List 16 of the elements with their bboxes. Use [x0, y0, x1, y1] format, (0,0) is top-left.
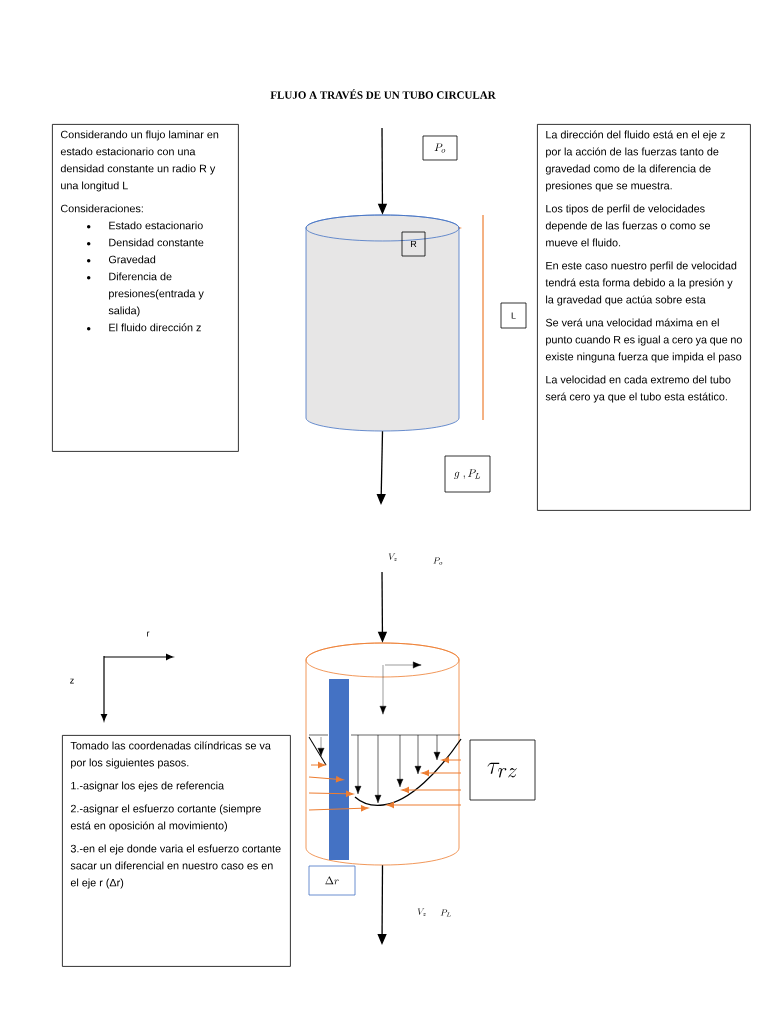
symbol-label: z: [70, 678, 74, 684]
label-box: $\Delta r$: [308, 865, 356, 896]
symbol-label: $P_o$: [433, 557, 443, 565]
symbol-label: $V_z$: [388, 553, 397, 561]
label-box: $P_o$: [422, 135, 458, 161]
text-box: La dirección del fluido está en el eje z por la acción de las fuerzas tanto de gravedad como de la diferencia de presiones que se muestra. Los tipos de perfil de velocidades depende de las fuerzas o como se mueve el fluido. En este caso nuestro perfil de velocidad tendrá esta forma debido a la presión y la gravedad que actúa sobre esta Se verá una velocidad máxima en el punto cuando R es igual a cero ya que no existe ninguna fuerza que impida el paso La velocidad en cada extremo del tubo será cero ya que el tubo esta estático.: [537, 124, 751, 511]
text-box: Considerando un flujo laminar en estado estacionario con una densidad constante un radio R y una longitud L Consideraciones: Estado estacionario Densidad constante Gravedad Diferencia de presiones(entrada y salida) El fluido dirección z: [52, 124, 239, 452]
title: FLUJO A TRAVÉS DE UN TUBO CIRCULAR: [270, 89, 496, 99]
cylinder: [305, 214, 460, 432]
symbol-label: $V_z$: [417, 908, 426, 916]
label-box: $\tau_{rz}$: [469, 739, 536, 801]
symbol-label: $P_L$: [440, 909, 451, 917]
label-box: $g\ ,P_L$: [444, 455, 491, 493]
text-box: Tomado las coordenadas cilíndricas se va por los siguientes pasos. 1.-asignar los ejes de referencia 2.-asignar el esfuerzo cortante (siempre está en oposición al movimiento) 3.-en el eje donde varia el esfuerzo cortante sacar un diferencial en nuestro caso es en el eje r (Δr): [62, 735, 291, 967]
label-box: L: [500, 302, 527, 329]
symbol-label: r: [147, 631, 150, 637]
